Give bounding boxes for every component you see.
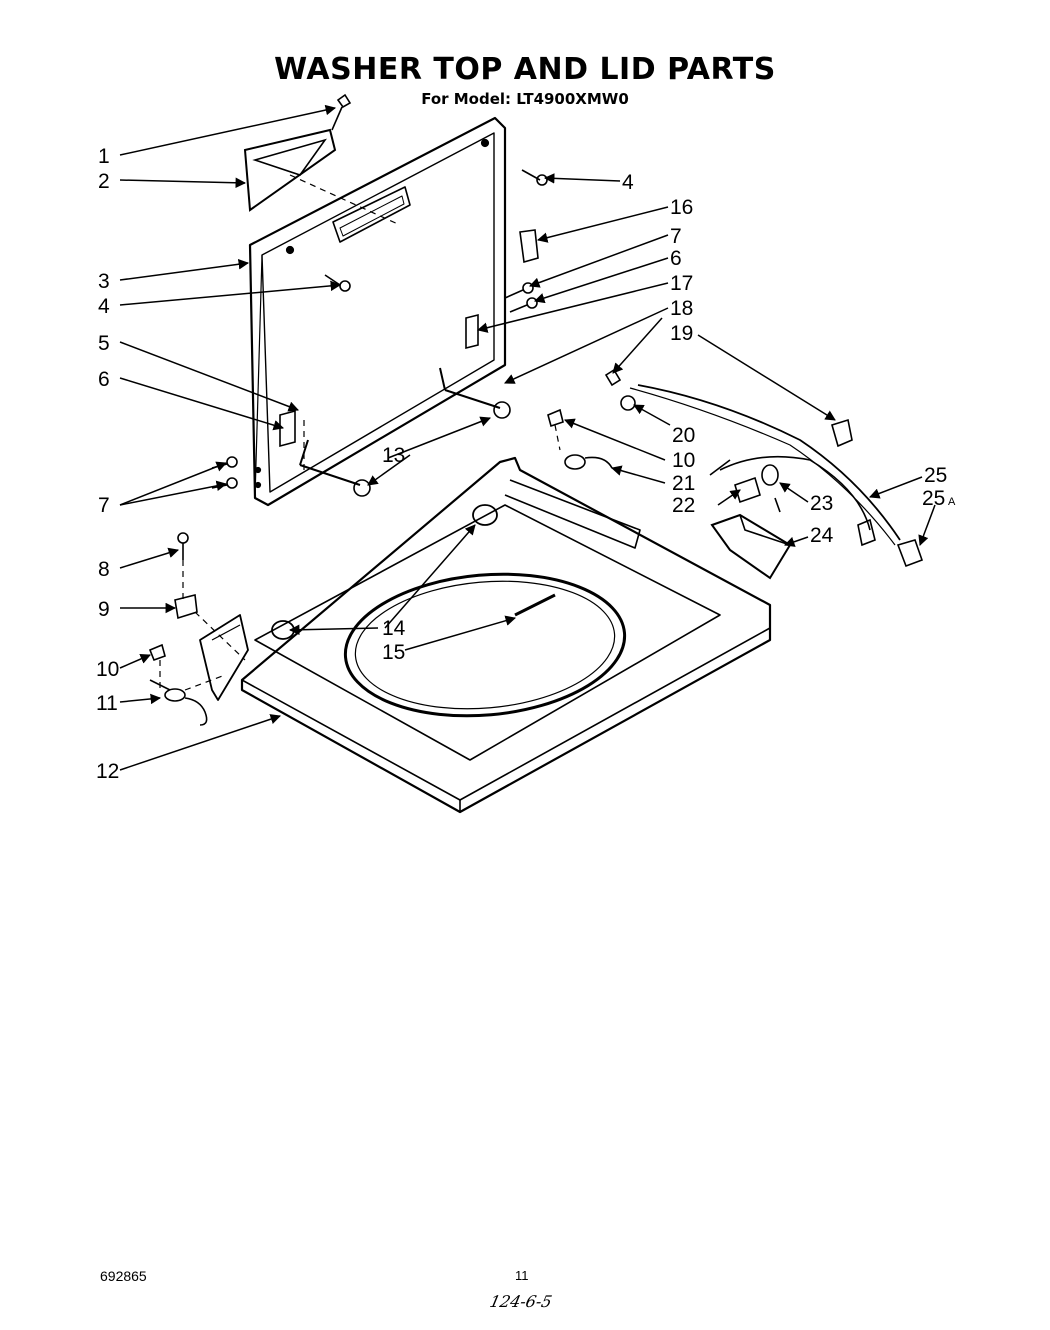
callout-10-right: 10 [672,449,695,472]
callout-25: 25 [924,464,947,487]
alignment-lines [159,174,561,691]
callout-1: 1 [98,145,110,168]
callout-18: 18 [670,297,693,320]
callout-7-right: 7 [670,225,682,248]
callout-5: 5 [98,332,110,355]
diagram-title: WASHER TOP AND LID PARTS [274,52,776,87]
callout-4-right: 4 [622,171,634,194]
callout-19: 19 [670,322,693,345]
callout-6-right: 6 [670,247,682,270]
callout-24: 24 [810,524,834,547]
callout-2: 2 [98,170,110,193]
callout-4: 4 [98,295,110,318]
callout-11: 11 [96,692,118,715]
callout-23: 23 [810,492,833,515]
callout-20: 20 [672,424,695,447]
washer-top [199,456,772,814]
leader-lines [119,104,936,771]
callout-25a-suffix: A [948,496,956,508]
callout-13: 13 [382,444,405,467]
parts [148,93,924,726]
callout-8: 8 [98,558,110,581]
callout-21: 21 [672,472,695,495]
handwritten-note: 124-6-5 [487,1292,554,1311]
callout-10: 10 [96,658,119,681]
callout-6: 6 [98,368,110,391]
callout-3: 3 [98,270,110,293]
callout-labels: 1 2 3 4 5 6 7 8 9 10 11 12 13 14 15 4 16… [96,145,956,783]
callout-22: 22 [672,494,695,517]
model-subtitle: For Model: LT4900XMW0 [421,90,629,108]
document-number: 692865 [100,1268,147,1284]
callout-12: 12 [96,760,119,783]
lid [248,116,507,507]
callout-25a: 25 [922,487,945,510]
callout-15: 15 [382,641,405,664]
callout-17: 17 [670,272,693,295]
callout-16: 16 [670,196,693,219]
callout-9: 9 [98,598,110,621]
callout-7: 7 [98,494,110,517]
page-number: 11 [515,1268,529,1283]
callout-14: 14 [382,617,406,640]
